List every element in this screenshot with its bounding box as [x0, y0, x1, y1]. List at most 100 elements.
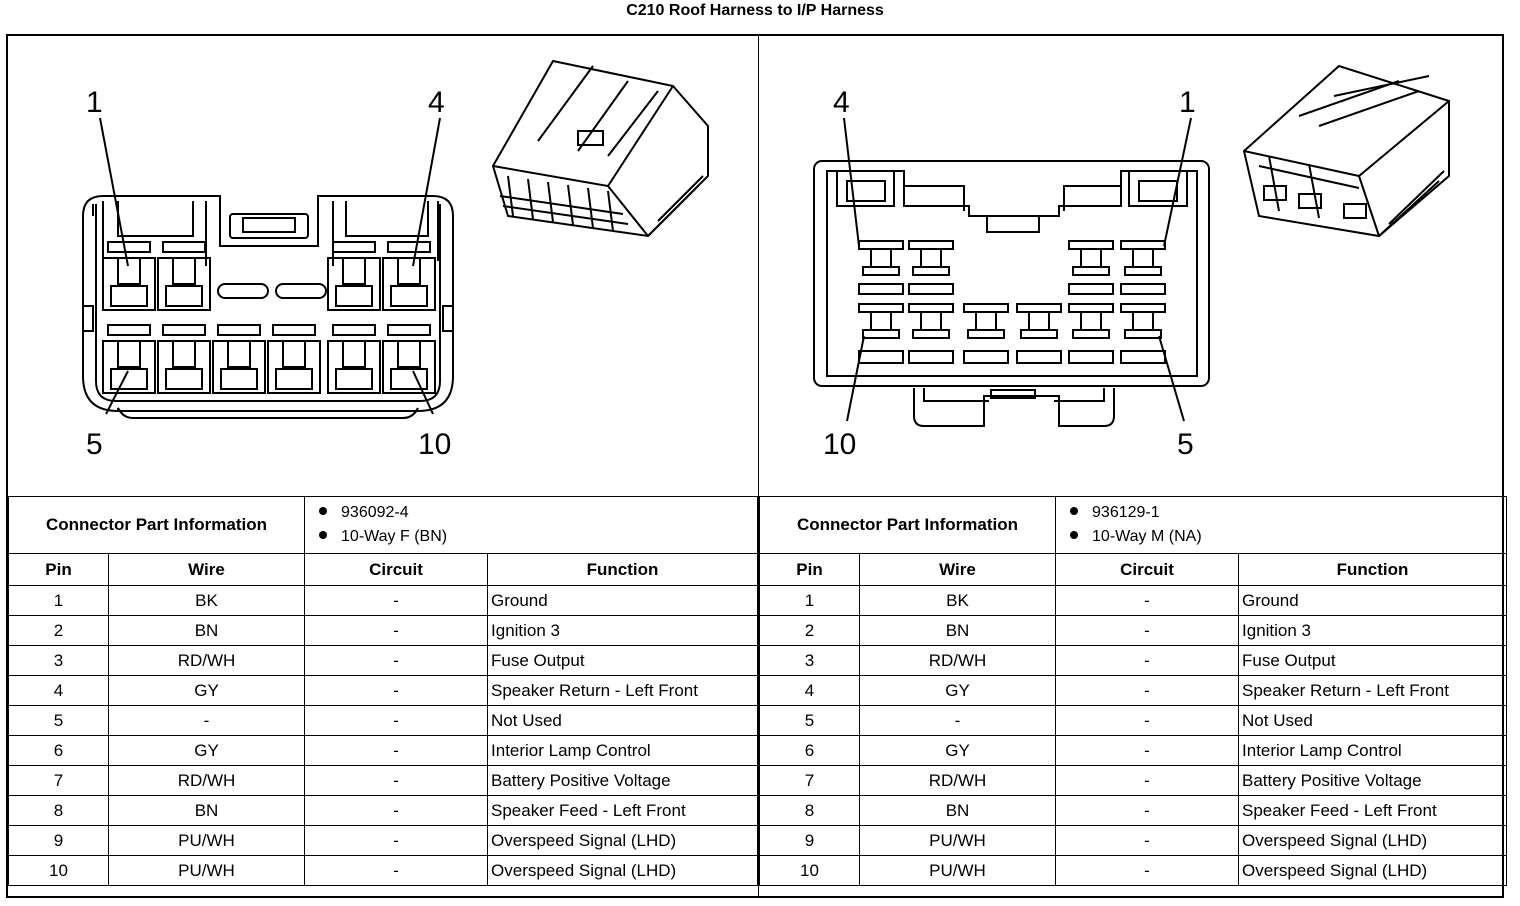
bottom-row-cavities: [102, 340, 436, 394]
pin-label-top-left: 4: [833, 86, 850, 119]
cell-function: Overspeed Signal (LHD): [487, 825, 758, 856]
connector-type: 10-Way M (NA): [1092, 528, 1202, 545]
cell-circuit: -: [304, 645, 489, 676]
connector-part-info: 936129-1 10-Way M (NA): [1055, 496, 1507, 554]
header-wire: Wire: [858, 553, 1057, 586]
cell-function: Ground: [487, 585, 758, 616]
left-connector-drawing: 1 4 5 10: [8, 36, 758, 496]
page-title: C210 Roof Harness to I/P Harness: [626, 2, 884, 19]
cell-wire: -: [107, 705, 306, 736]
right-pinout-table: Connector Part Information 936129-1 10-W…: [758, 496, 1507, 886]
cell-wire: RD/WH: [858, 645, 1057, 676]
cell-wire: GY: [858, 675, 1057, 706]
cell-circuit: -: [304, 735, 489, 766]
header-circuit: Circuit: [1055, 553, 1240, 586]
bullet-icon: [1070, 530, 1079, 539]
cell-pin: 1: [759, 585, 860, 616]
diagram-frame: 1 4 5 10 Connector Part Informat: [6, 34, 1507, 898]
cell-pin: 4: [759, 675, 860, 706]
cell-function: Ignition 3: [1238, 615, 1507, 646]
pin-label-top-right: 4: [428, 86, 445, 119]
cell-circuit: -: [1055, 825, 1240, 856]
pin-label-top-right: 1: [1179, 86, 1196, 119]
cell-function: Overspeed Signal (LHD): [1238, 855, 1507, 886]
cell-pin: 8: [759, 795, 860, 826]
cell-wire: GY: [858, 735, 1057, 766]
cell-circuit: -: [1055, 795, 1240, 826]
cell-function: Interior Lamp Control: [487, 735, 758, 766]
housing-outline: [82, 195, 454, 412]
cell-function: Fuse Output: [1238, 645, 1507, 676]
cell-wire: -: [858, 705, 1057, 736]
table-row: 5--Not Used: [759, 705, 1507, 736]
bullet-icon: [1070, 506, 1079, 515]
header-function: Function: [487, 553, 758, 586]
cell-pin: 2: [759, 615, 860, 646]
header-circuit: Circuit: [304, 553, 489, 586]
cell-pin: 9: [8, 825, 109, 856]
housing-inner-outline: [95, 204, 441, 402]
cell-function: Ignition 3: [487, 615, 758, 646]
cell-wire: RD/WH: [107, 765, 306, 796]
header-function: Function: [1238, 553, 1507, 586]
cell-function: Overspeed Signal (LHD): [1238, 825, 1507, 856]
cell-pin: 7: [8, 765, 109, 796]
cell-wire: PU/WH: [107, 825, 306, 856]
cell-wire: BN: [858, 795, 1057, 826]
cell-circuit: -: [304, 825, 489, 856]
cell-pin: 9: [759, 825, 860, 856]
cell-circuit: -: [304, 705, 489, 736]
right-connector-panel: 4 1 10 5 Connector Part Information: [758, 36, 1507, 896]
cell-pin: 8: [8, 795, 109, 826]
cell-circuit: -: [304, 585, 489, 616]
cell-function: Overspeed Signal (LHD): [487, 855, 758, 886]
cell-function: Battery Positive Voltage: [1238, 765, 1507, 796]
cell-function: Not Used: [487, 705, 758, 736]
female-connector-isometric-view: [491, 59, 709, 238]
cell-circuit: -: [1055, 615, 1240, 646]
cell-circuit: -: [1055, 675, 1240, 706]
cell-wire: BN: [107, 795, 306, 826]
cell-pin: 5: [759, 705, 860, 736]
cell-wire: BK: [858, 585, 1057, 616]
left-connector-panel: 1 4 5 10 Connector Part Informat: [7, 36, 758, 896]
cell-circuit: -: [1055, 765, 1240, 796]
cell-function: Speaker Feed - Left Front: [487, 795, 758, 826]
cell-pin: 10: [8, 855, 109, 886]
cell-pin: 3: [8, 645, 109, 676]
bullet-icon: [319, 506, 328, 515]
connector-info-label: Connector Part Information: [758, 496, 1057, 554]
left-pinout-table: Connector Part Information 936092-4 10-W…: [7, 496, 758, 886]
male-connector-isometric-view: [1242, 64, 1450, 238]
cell-pin: 2: [8, 615, 109, 646]
cell-function: Battery Positive Voltage: [487, 765, 758, 796]
cell-circuit: -: [304, 855, 489, 886]
table-row: 5--Not Used: [8, 705, 758, 736]
cell-circuit: -: [304, 615, 489, 646]
cell-circuit: -: [1055, 645, 1240, 676]
cell-function: Speaker Return - Left Front: [1238, 675, 1507, 706]
cell-circuit: -: [304, 675, 489, 706]
header-pin: Pin: [759, 553, 860, 586]
cell-wire: GY: [107, 735, 306, 766]
pin-label-bottom-right: 10: [418, 428, 451, 461]
connector-type: 10-Way F (BN): [341, 528, 448, 545]
cell-wire: PU/WH: [858, 825, 1057, 856]
cell-wire: BN: [858, 615, 1057, 646]
cell-function: Fuse Output: [487, 645, 758, 676]
cell-pin: 6: [8, 735, 109, 766]
